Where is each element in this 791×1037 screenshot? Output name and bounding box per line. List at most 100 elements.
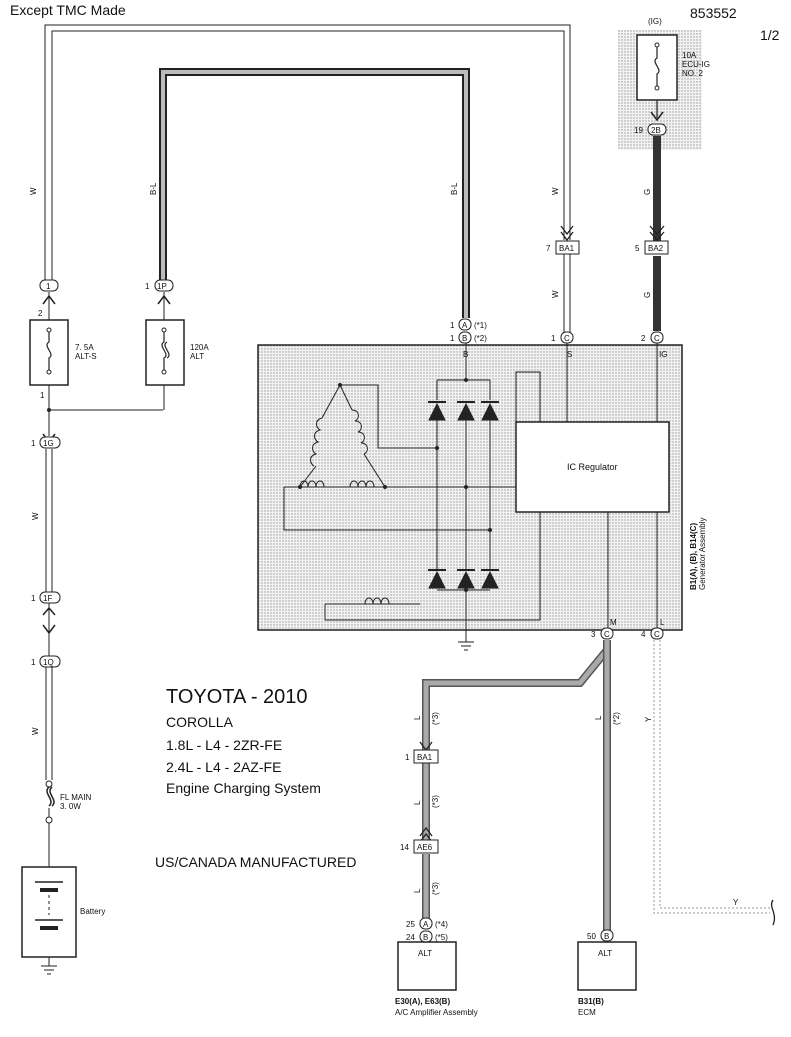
generator-name: Generator Assembly: [698, 518, 707, 590]
title-system: Engine Charging System: [166, 780, 321, 796]
wire-note-2: (*2): [612, 712, 621, 725]
wire-w-top: [44, 24, 571, 285]
connector-ba1-bottom: [413, 749, 439, 764]
fl-main-fuse-symbol: [46, 786, 55, 807]
gen-pin-l-num: 4: [641, 630, 646, 639]
gen-term-m: M: [610, 618, 617, 627]
ecm-alt-label: ALT: [598, 949, 612, 958]
wire-label-b-l: B-L: [149, 182, 158, 195]
wire-label-w: W: [29, 187, 38, 195]
connector-ba2-pin: 5: [635, 244, 640, 253]
ecm-pin-b-num: 50: [587, 932, 596, 941]
fuse-symbol: [654, 45, 660, 88]
ig-label: (IG): [648, 17, 662, 26]
ecm-name: ECM: [578, 1008, 596, 1017]
gen-term-ig: IG: [659, 350, 667, 359]
amp-pin-b-note: (*5): [435, 933, 448, 942]
connector-1f-label: 1F: [43, 594, 52, 603]
connector-ba2: [644, 240, 669, 255]
wire-label-y: Y: [733, 898, 739, 907]
connector-ae6: [413, 839, 439, 854]
battery-label: Battery: [80, 907, 105, 916]
title-engine-2: 2.4L - L4 - 2AZ-FE: [166, 759, 281, 775]
gen-pin-m-num: 3: [591, 630, 596, 639]
wire-label-l: L: [413, 800, 422, 805]
wire-note-3: (*3): [431, 882, 440, 895]
connector-1-pin-top: 2: [38, 309, 43, 318]
amp-pin-a-note: (*4): [435, 920, 448, 929]
wire-label-w: W: [31, 727, 40, 735]
ac-amplifier-name: A/C Amplifier Assembly: [395, 1008, 478, 1017]
wire-label-g: G: [643, 292, 652, 298]
ecm-ref: B31(B): [578, 997, 604, 1006]
ecm-box: [577, 941, 637, 991]
connector-1q-label: 1Q: [43, 658, 54, 667]
gen-pin-b: [458, 331, 472, 344]
wire-y: [653, 640, 770, 914]
wire-l: [422, 640, 611, 930]
connector-ba1-top: [555, 240, 580, 255]
gen-pin-b-label: B: [462, 334, 467, 343]
wire-label-w: W: [31, 512, 40, 520]
connector-1: [39, 279, 59, 292]
connector-2b-pin: 19: [634, 126, 643, 135]
wire-note-3: (*3): [431, 712, 440, 725]
gen-term-s: S: [567, 350, 572, 359]
connector-1g-label: 1G: [43, 439, 54, 448]
gen-pin-a-label: A: [462, 321, 468, 330]
gen-pin-a-note: (*1): [474, 321, 487, 330]
alt-fuse-symbol: [161, 330, 170, 372]
title-make-year: TOYOTA - 2010: [166, 686, 308, 708]
ecu-ig-fuse-line2: ECU-IG: [682, 60, 710, 69]
wire-label-l: L: [413, 888, 422, 893]
connector-1g: [39, 436, 61, 449]
fl-main-line1: FL MAIN: [60, 793, 91, 802]
fl-main-line2: 3. 0W: [60, 802, 81, 811]
wire-label-w: W: [551, 290, 560, 298]
amp-pin-a-label: A: [423, 920, 429, 929]
gen-pin-b-num: 1: [450, 334, 455, 343]
gen-pin-b-note: (*2): [474, 334, 487, 343]
connector-1q-pin: 1: [31, 658, 36, 667]
ecu-ig-fuse-line1: 10A: [682, 51, 697, 60]
connector-1p-pin: 1: [145, 282, 150, 291]
wire-label-y: Y: [644, 716, 653, 722]
ac-amplifier-box: [397, 941, 457, 991]
alt-s-fuse-line2: ALT-S: [75, 352, 97, 361]
ac-amplifier-ref: E30(A), E63(B): [395, 997, 450, 1006]
battery-box: [21, 866, 77, 958]
connector-1p-label: 1P: [157, 282, 167, 291]
gen-pin-ig-label: C: [654, 334, 660, 343]
gen-pin-a-num: 1: [450, 321, 455, 330]
connector-2b-label: 2B: [651, 126, 661, 135]
alt-s-fuse-line1: 7. 5A: [75, 343, 94, 352]
connector-1f-pin: 1: [31, 594, 36, 603]
wire-label-b-l: B-L: [450, 182, 459, 195]
connector-ae6-label: AE6: [417, 843, 433, 852]
alt-fuse-line2: ALT: [190, 352, 204, 361]
ecm-pin-b: [600, 929, 614, 942]
ac-amplifier-alt-label: ALT: [418, 949, 432, 958]
title-model: COROLLA: [166, 714, 234, 730]
except-tmc-label: Except TMC Made: [10, 2, 126, 18]
amp-pin-a: [419, 917, 433, 930]
wire-label-l: L: [413, 715, 422, 720]
connector-ba1-top-pin: 7: [546, 244, 551, 253]
connector-1-pin-bottom: 1: [40, 391, 45, 400]
gen-pin-s-label: C: [564, 334, 570, 343]
connector-1q: [39, 655, 61, 668]
gen-pin-m: [600, 627, 614, 640]
connector-ba2-label: BA2: [648, 244, 664, 253]
stator-coils: [299, 384, 390, 605]
wire-note-3: (*3): [431, 795, 440, 808]
gen-pin-m-label: C: [604, 630, 610, 639]
continuation-mark: [770, 899, 776, 926]
wire-label-l: L: [594, 715, 603, 720]
connector-ae6-pin: 14: [400, 843, 409, 852]
alt-fuse-line1: 120A: [190, 343, 209, 352]
title-engine-1: 1.8L - L4 - 2ZR-FE: [166, 737, 282, 753]
ecu-ig-fuse-line3: NO. 2: [682, 69, 703, 78]
ic-regulator: [515, 421, 670, 513]
ground-symbol: [41, 965, 57, 975]
